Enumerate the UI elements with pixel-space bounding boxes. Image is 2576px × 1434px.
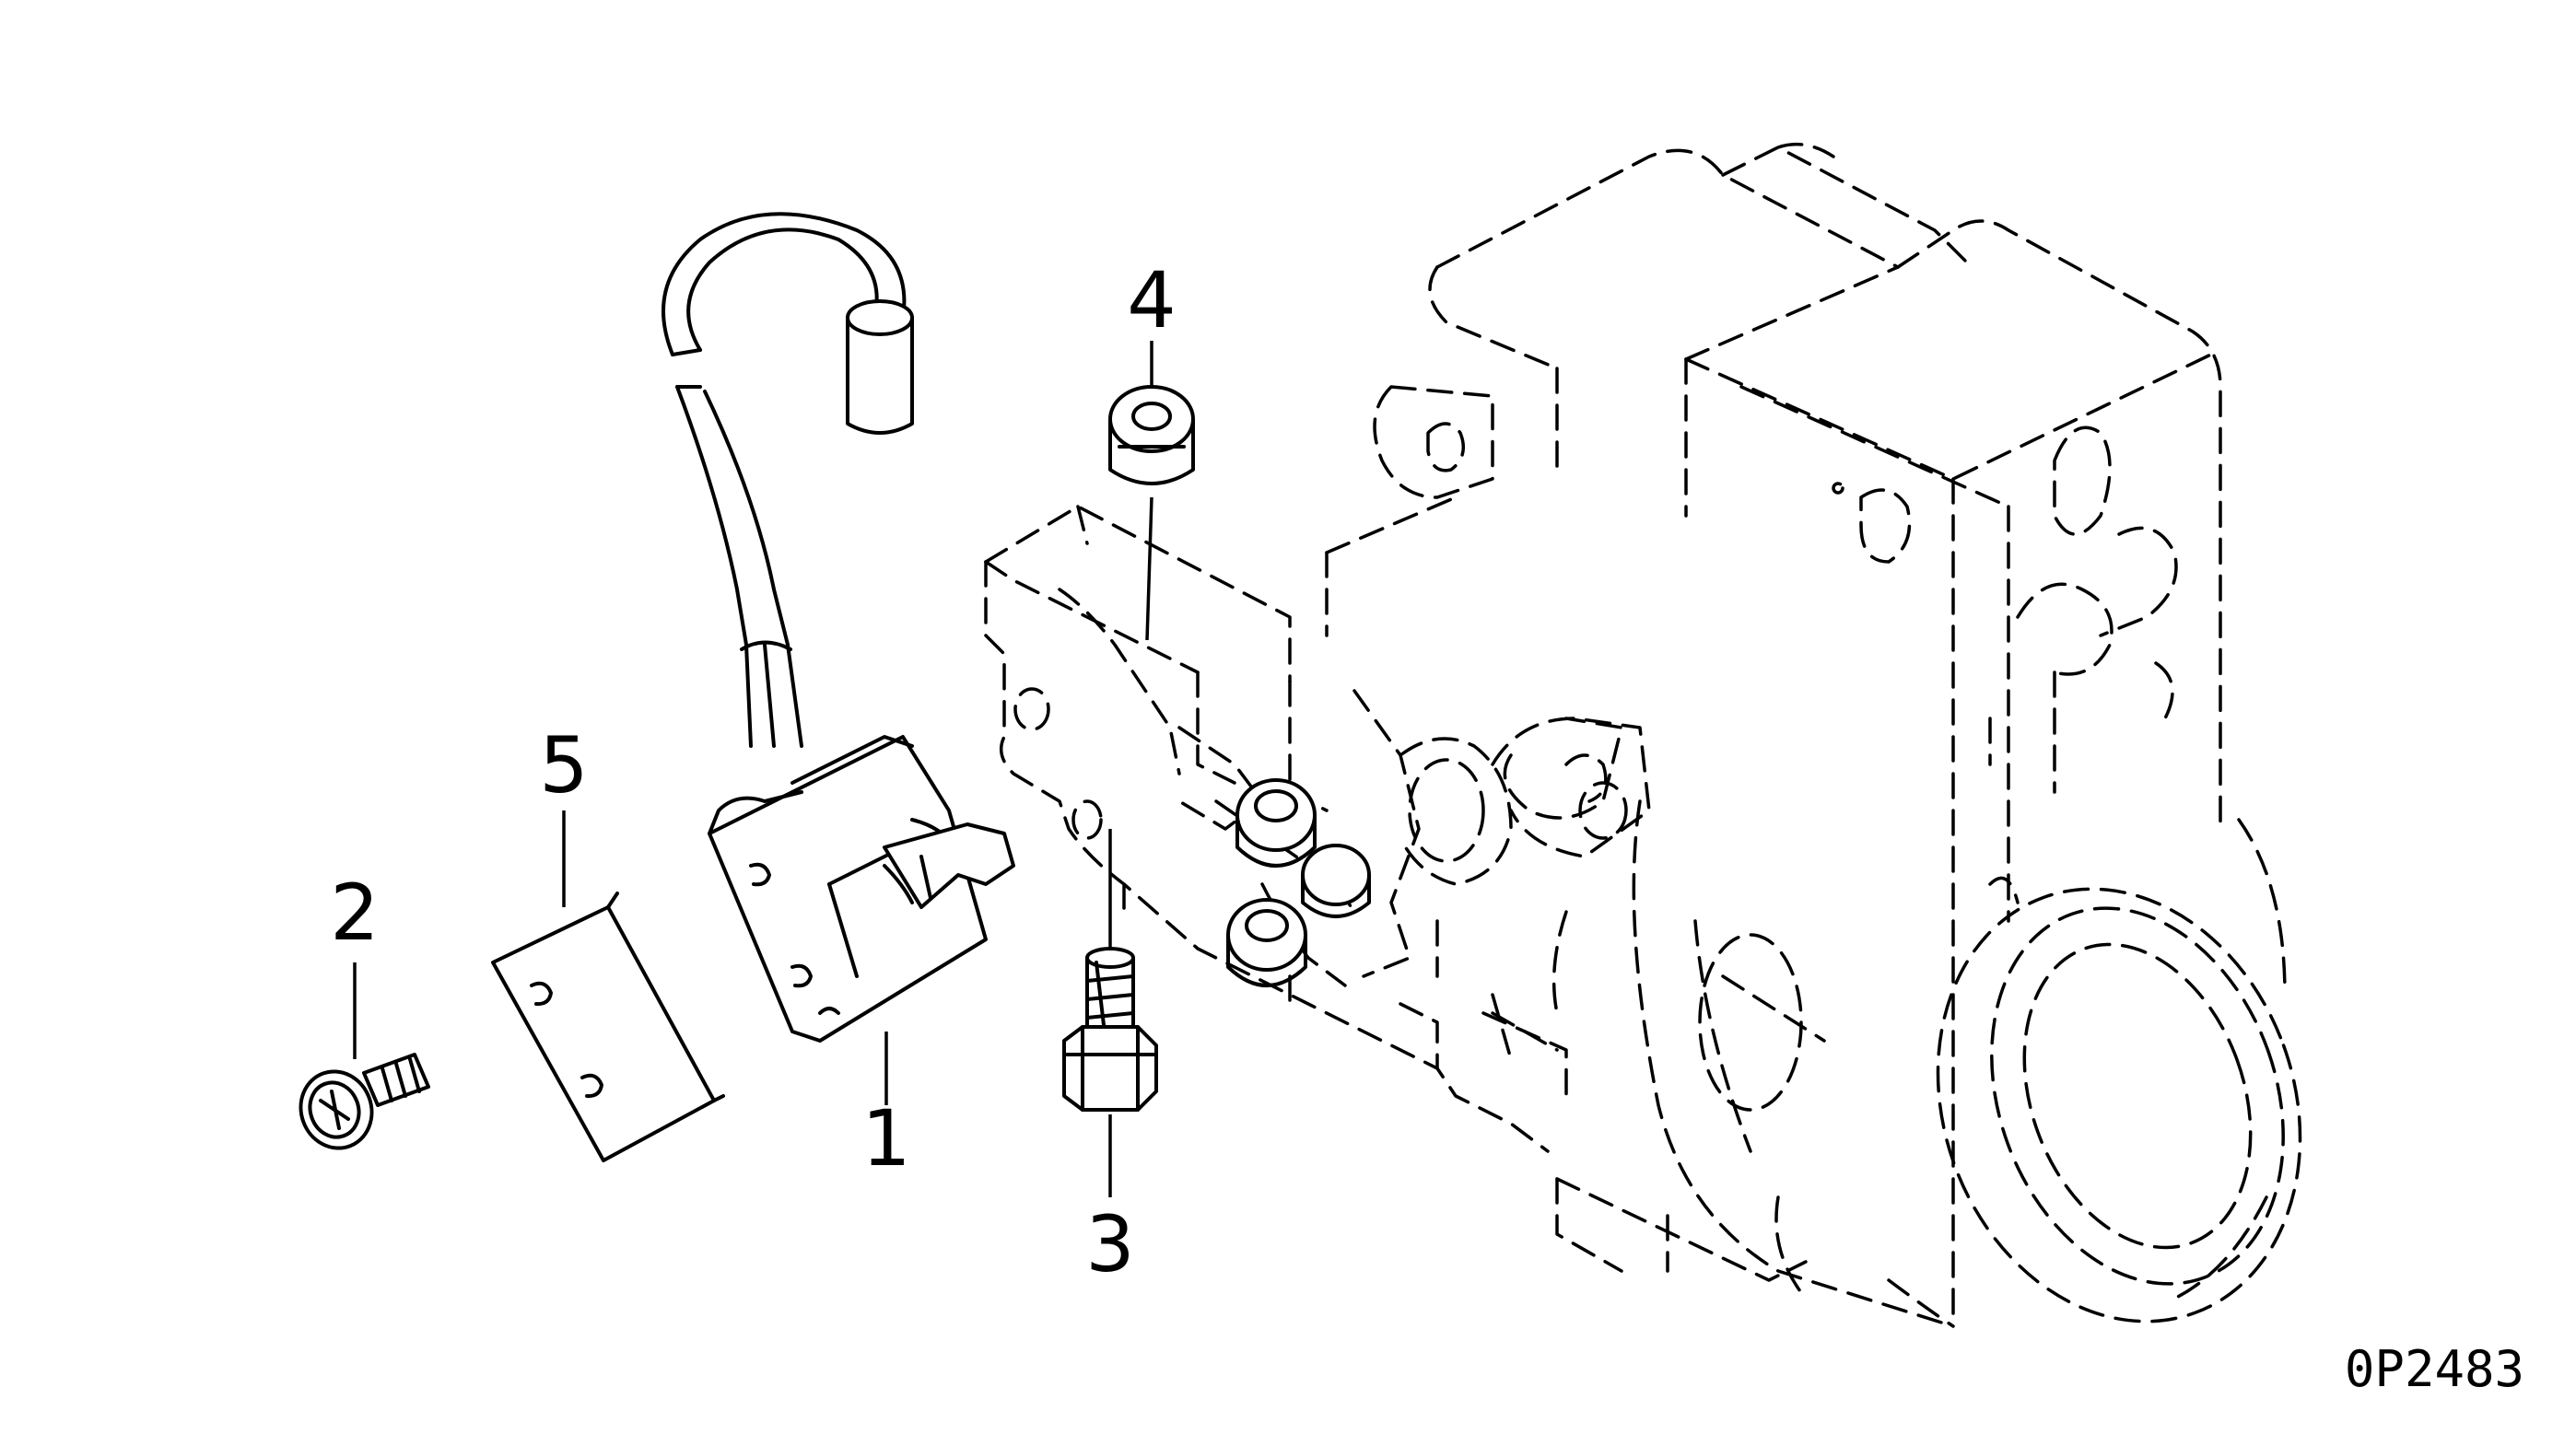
callout-4: 4 [1127,255,1176,345]
plate-stud-nuts [1226,778,1371,987]
part-1-switch-assembly [662,212,1015,1043]
alignment-line-nut [1145,496,1153,641]
part-2-screw [299,1053,430,1150]
drawing-code: 0P2483 [2345,1340,2524,1398]
part-3-bolt [1062,947,1158,1112]
callout-1: 1 [861,1093,910,1183]
part-4-nut [1108,385,1195,485]
injection-pump-body [1373,142,2302,1328]
callout-5: 5 [539,720,588,810]
callout-3: 3 [1085,1199,1134,1289]
callout-2: 2 [330,868,379,958]
part-5-cover-plate [491,892,725,1162]
callout-leader-lines [353,341,1153,1197]
